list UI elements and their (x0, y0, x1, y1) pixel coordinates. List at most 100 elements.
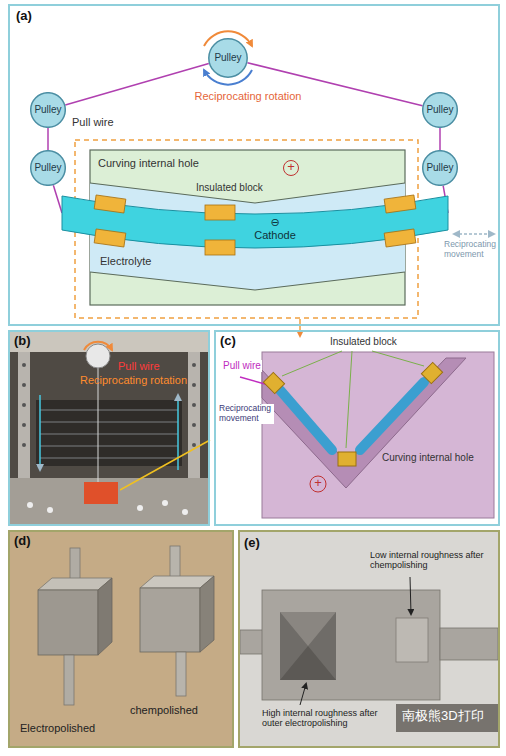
cathode-label: ⊖ (270, 216, 279, 228)
insulated-block-shape (384, 229, 416, 247)
panel-d-photo (140, 588, 200, 652)
panel-a-drawing (90, 183, 405, 203)
motion-label: Reciprocating movement (218, 404, 274, 424)
panel-b-photo (22, 423, 26, 427)
pulley: Pulley (208, 38, 248, 78)
panel-b-photo (10, 478, 208, 524)
panel-a-drawing (284, 161, 299, 176)
panel-b-photo (10, 332, 210, 524)
panel-b-photo (22, 363, 26, 367)
pulley-label: Pulley (426, 162, 453, 174)
panel-c-drawing (338, 452, 356, 466)
panel-b-photo (27, 502, 33, 508)
panel-b-photo (10, 332, 208, 524)
panel-b-photo (192, 383, 196, 387)
pulley-label: Pulley (34, 162, 61, 174)
panel-e-photo (240, 532, 498, 746)
pulley-label: Pulley (214, 52, 241, 64)
panel-a-drawing (75, 31, 494, 336)
panel-c-drawing (372, 351, 424, 366)
panel-e-photo (410, 577, 411, 614)
pulley-outline (31, 151, 66, 186)
part-label: Curving internal hole (382, 452, 474, 464)
panel-letter: (c) (220, 334, 236, 349)
cathode-band: ⊖Cathode (62, 190, 448, 258)
pulley-label: Pulley (426, 104, 453, 116)
pull-wire (439, 128, 441, 150)
panel-letter: (b) (14, 334, 31, 349)
panel-frame: (b) (8, 330, 210, 526)
panel-b-photo (22, 403, 26, 407)
part-label: Pull wire (72, 116, 114, 129)
panel-b-photo (84, 342, 112, 350)
part-label: Insulated block (196, 182, 263, 194)
pulley-outline (31, 93, 66, 128)
panel-b-photo (192, 403, 196, 407)
panel-e-photo (280, 612, 336, 680)
panel-c-drawing (262, 352, 494, 518)
panel-b-photo (84, 482, 118, 504)
panel-c-drawing (282, 351, 342, 376)
sample-label: chempolished (130, 704, 198, 717)
panel-b-photo (10, 332, 208, 352)
panel-b-photo (22, 383, 26, 387)
pulley-outline (423, 93, 458, 128)
panel-letter: (d) (14, 534, 31, 549)
polarity-sign: + (287, 160, 295, 175)
panel-b-photo (47, 507, 53, 513)
panel-d-photo (10, 532, 232, 746)
panel-b-photo (36, 400, 182, 466)
panel-e-photo (280, 612, 336, 646)
motion-label: Reciprocating movement (444, 240, 498, 260)
panel-a-drawing (299, 319, 301, 336)
photo-annotation: High internal roughness after outer elec… (262, 708, 390, 729)
pulley: Pulley (422, 92, 458, 128)
pulley-outline (423, 151, 458, 186)
cathode-label: Cathode (254, 229, 296, 241)
panel-c-drawing (360, 382, 424, 450)
panel-e-photo (240, 630, 264, 654)
panel-b-photo (192, 423, 196, 427)
part-label: Insulated block (330, 336, 397, 348)
cathode-shape (62, 190, 448, 258)
panel-b-photo (40, 433, 178, 435)
sample-label: Electropolished (20, 722, 95, 735)
panel-letter: (e) (244, 536, 260, 551)
panel-b-photo (86, 344, 110, 368)
panel-frame: (a)PulleyPulleyPulleyPulleyPulley⊖Cathod… (8, 4, 500, 326)
panel-c-drawing (263, 372, 284, 393)
panel-a-drawing (454, 233, 494, 234)
pulley-outline (209, 39, 247, 77)
panel-b-photo (40, 409, 178, 411)
panel-d-photo (176, 652, 186, 696)
panel-b-photo (188, 352, 200, 482)
panel-b-photo (192, 363, 196, 367)
panel-c-drawing (346, 351, 352, 448)
part-label: Pull wire (222, 360, 262, 372)
panel-c-drawing (240, 351, 494, 518)
panel-d-photo (200, 576, 214, 652)
panel-c-drawing (262, 358, 466, 488)
watermark: 南极熊3D打印 (402, 709, 484, 724)
pulley: Pulley (422, 150, 458, 186)
pull-wire (47, 128, 49, 150)
panel-e-photo (396, 618, 428, 662)
photo-annotation: Low internal roughness after chempolishi… (370, 550, 496, 571)
panel-b-photo (39, 395, 41, 470)
insulated-block-shape (94, 229, 126, 247)
panel-c-drawing (421, 362, 442, 383)
panel-b-photo (40, 457, 178, 459)
pulley: Pulley (30, 92, 66, 128)
pulley-label: Pulley (34, 104, 61, 116)
photo-annotation: Pull wire (118, 360, 160, 373)
panel-e-photo (280, 646, 336, 680)
panel-b-photo (40, 445, 178, 447)
panel-b-photo (40, 421, 178, 423)
panel-e-photo (440, 628, 498, 660)
panel-e-photo (300, 684, 306, 705)
insulated-block-shape (205, 205, 235, 220)
photo-annotation: Reciprocating rotation (80, 374, 187, 387)
panel-b-photo (192, 443, 196, 447)
part-label: Curving internal hole (98, 157, 199, 170)
